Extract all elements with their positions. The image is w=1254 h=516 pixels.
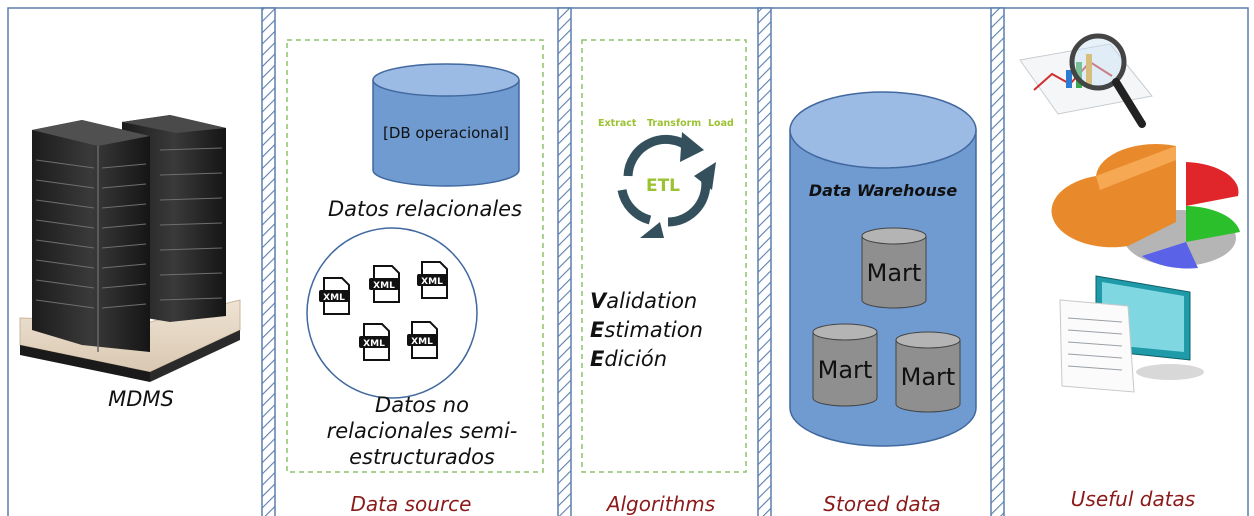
xml-file-icon: XML bbox=[369, 265, 400, 303]
xml-file-icons: XML XML XML XML XML bbox=[319, 261, 448, 361]
report-magnifier-icon bbox=[1019, 33, 1153, 128]
pie-chart-icon bbox=[1051, 144, 1240, 269]
algorithms-dashed-box bbox=[581, 39, 747, 473]
xml-icon-label: XML bbox=[411, 337, 433, 347]
algorithm-estimation: Estimation bbox=[590, 318, 703, 342]
xml-file-icon: XML bbox=[407, 321, 438, 359]
mart-label-top: Mart bbox=[867, 259, 922, 287]
xml-icon-label: XML bbox=[373, 281, 395, 291]
caption-stored-data: Stored data bbox=[823, 492, 940, 516]
data-mart-right bbox=[895, 331, 961, 413]
mart-label-left: Mart bbox=[818, 356, 873, 384]
xml-file-icon: XML bbox=[417, 261, 448, 299]
nonrelational-caption-line-1: Datos no bbox=[375, 393, 469, 417]
algorithm-list: Validation Estimation Edición bbox=[590, 289, 703, 371]
separator bbox=[757, 7, 772, 516]
data-warehouse-title: Data Warehouse bbox=[809, 181, 957, 200]
algorithm-validation: Validation bbox=[590, 289, 697, 313]
data-source-dashed-box bbox=[286, 39, 544, 473]
data-mart-top bbox=[861, 227, 927, 309]
algorithm-edicion: Edición bbox=[590, 347, 667, 371]
caption-useful-datas: Useful datas bbox=[1071, 487, 1195, 511]
etl-step-load: Load bbox=[708, 118, 734, 129]
caption-data-source: Data source bbox=[351, 492, 472, 516]
operational-db-cylinder bbox=[372, 63, 520, 187]
db-operacional-label: [DB operacional] bbox=[383, 124, 509, 142]
mart-label-right: Mart bbox=[901, 363, 956, 391]
caption-algorithms: Algorithms bbox=[605, 492, 715, 516]
etl-cycle-icon bbox=[617, 132, 716, 238]
nonrelational-caption-line-2: relacionales semi- bbox=[327, 419, 518, 443]
etl-step-transform: Transform bbox=[647, 118, 701, 129]
etl-step-extract: Extract bbox=[598, 118, 637, 129]
nonrelational-caption-line-3: estructurados bbox=[349, 445, 495, 469]
monitor-receipt-icon bbox=[1059, 275, 1204, 393]
relational-data-caption: Datos relacionales bbox=[328, 197, 522, 221]
xml-icon-label: XML bbox=[421, 277, 443, 287]
separator bbox=[990, 7, 1005, 516]
etl-center-label: ETL bbox=[646, 176, 680, 196]
server-rack-icon bbox=[19, 115, 241, 382]
column-separators bbox=[261, 7, 1005, 516]
xml-icon-label: XML bbox=[363, 339, 385, 349]
separator bbox=[557, 7, 572, 516]
xml-icon-label: XML bbox=[323, 293, 345, 303]
xml-file-icon: XML bbox=[359, 323, 390, 361]
separator bbox=[261, 7, 276, 516]
mdms-label: MDMS bbox=[108, 387, 174, 411]
xml-file-icon: XML bbox=[319, 277, 350, 315]
data-mart-left bbox=[812, 323, 878, 407]
outer-frame bbox=[7, 7, 1249, 516]
